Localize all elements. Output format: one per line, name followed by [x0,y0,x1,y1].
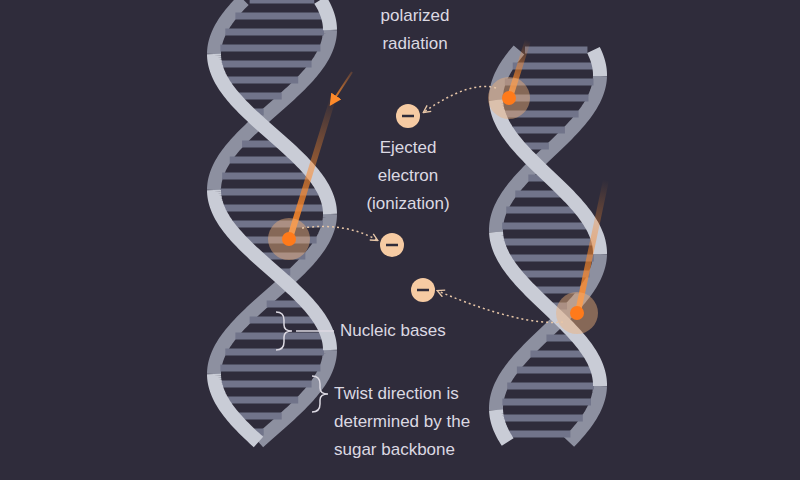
nucleic-base [235,333,321,340]
sugar-backbone [569,386,600,442]
nucleic-base [510,255,594,262]
sugar-backbone [496,100,600,254]
radiation-beam [290,95,334,238]
sugar-backbone [496,410,508,442]
nucleic-base [502,223,586,230]
nucleic-base [225,29,324,36]
radiation-beam [578,180,606,312]
nucleic-base [515,191,561,198]
bracket [276,312,292,350]
nucleic-base [509,431,571,438]
leader-line [296,330,334,332]
sugar-backbone [214,374,258,442]
nucleic-base [227,397,298,404]
nucleic-base [530,351,584,358]
annotation-label: Ejected electron (ionization) [356,134,460,218]
nucleic-base [221,381,311,388]
electron-path [438,291,563,322]
nucleic-base [512,127,565,134]
nucleic-base [525,47,587,54]
dna-helix [214,0,600,442]
nucleic-base [221,61,311,68]
annotation-label: Twist direction is determined by the sug… [334,380,476,464]
sugar-backbone [593,50,600,76]
nucleic-base [250,0,315,4]
nucleic-base [239,93,282,100]
nucleic-base [517,367,592,374]
nucleic-base [513,63,593,70]
beam-label: polarized radiation [372,2,458,58]
nucleic-base [503,415,583,422]
annotation-label: Nucleic bases [340,317,480,345]
nucleic-base [224,205,324,212]
nucleic-base [235,13,321,20]
nucleic-base [225,349,324,356]
nucleic-base [220,45,320,52]
sugar-backbone [214,54,330,214]
sugar-backbone [496,232,600,386]
electron-path [302,227,377,241]
nucleic-base [504,239,593,246]
bracket [312,376,328,412]
nucleic-base [239,413,282,420]
nucleic-base [222,173,308,180]
nucleic-base [507,383,594,390]
sugar-backbone [320,0,330,30]
nucleic-base [506,207,575,214]
nucleic-base [250,317,315,324]
nucleic-base [230,157,295,164]
nucleic-base [502,399,591,406]
nucleic-base [521,271,589,278]
impact-point [268,77,598,334]
sugar-backbone [258,350,330,442]
nucleic-base [227,77,298,84]
nucleic-base [220,365,320,372]
sugar-backbone [214,190,330,350]
electron-path [424,86,496,112]
